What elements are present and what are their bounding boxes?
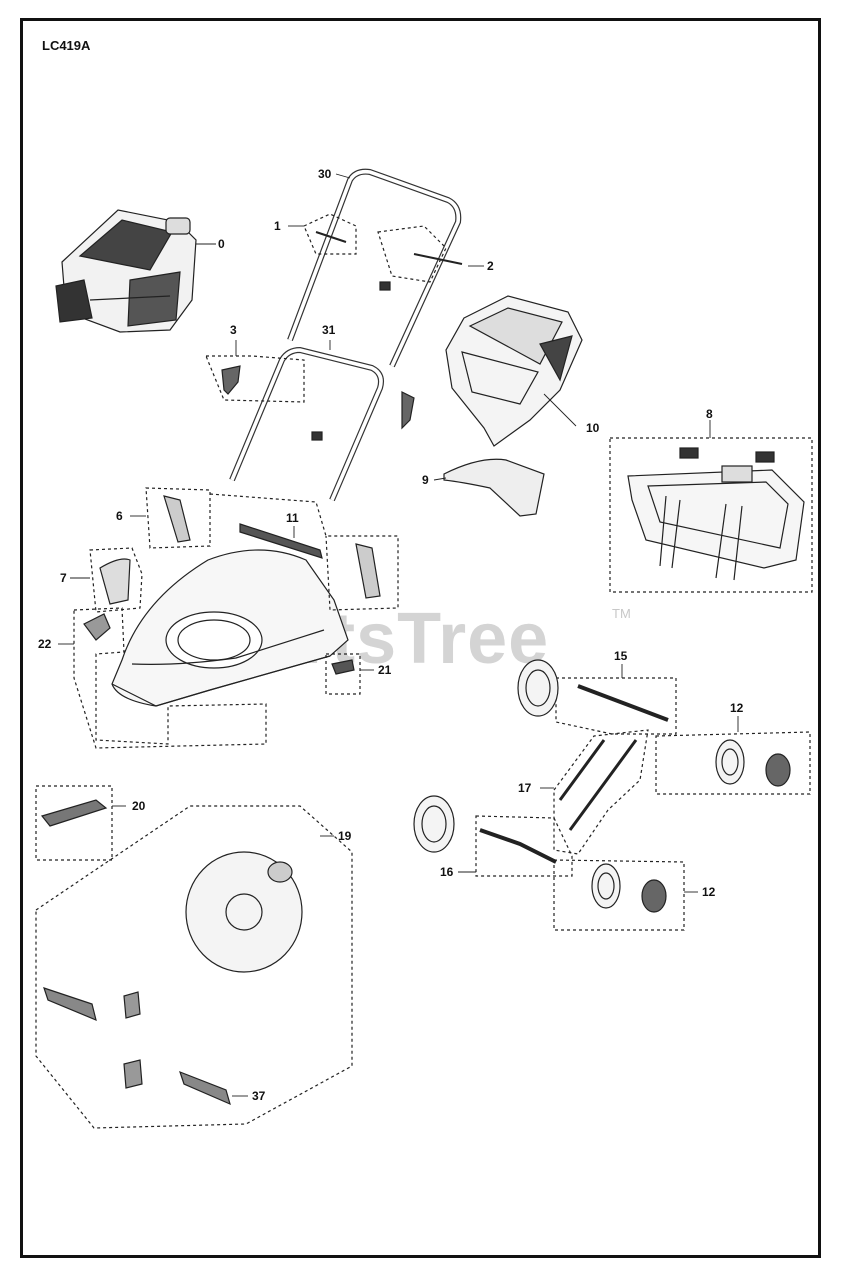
wheel-12-bottom-part[interactable] [591, 863, 667, 913]
mower-deck-part[interactable] [111, 549, 349, 707]
rear-door-part[interactable] [627, 447, 805, 581]
callout-17: 17 [518, 781, 532, 795]
callout-37: 37 [252, 1089, 266, 1103]
callout-12-bottom: 12 [702, 885, 716, 899]
model-number: LC419A [42, 38, 91, 53]
callout-8: 8 [706, 407, 713, 421]
callout-10: 10 [586, 421, 600, 435]
rear-wheel-left-part[interactable] [413, 795, 455, 853]
callout-31: 31 [322, 323, 336, 337]
callout-21: 21 [378, 663, 392, 677]
callout-7: 7 [60, 571, 67, 585]
callout-0: 0 [218, 237, 225, 251]
callout-11: 11 [286, 511, 299, 525]
callout-22: 22 [38, 637, 52, 651]
lower-handle-part[interactable] [229, 281, 391, 502]
callout-15: 15 [614, 649, 628, 663]
diagram-frame [20, 18, 821, 1258]
wheel-12-top-part[interactable] [715, 739, 791, 787]
engine-part[interactable] [55, 209, 197, 333]
callout-12-top: 12 [730, 701, 744, 715]
callout-1: 1 [274, 219, 281, 233]
rear-door-assembly-box [609, 437, 813, 593]
grass-bag-part[interactable] [445, 295, 583, 447]
front-wheel-left-part[interactable] [517, 659, 559, 717]
blade-adapter-plate-part[interactable] [185, 851, 303, 973]
callout-19: 19 [338, 829, 352, 843]
callout-3: 3 [230, 323, 237, 337]
callout-30: 30 [318, 167, 332, 181]
rear-flap-part[interactable] [443, 458, 545, 517]
callout-6: 6 [116, 509, 123, 523]
callout-20: 20 [132, 799, 146, 813]
callout-2: 2 [487, 259, 494, 273]
callout-9: 9 [422, 473, 429, 487]
upper-handle-part[interactable] [287, 168, 462, 368]
watermark-trademark: TM [612, 606, 631, 621]
callout-16: 16 [440, 865, 454, 879]
